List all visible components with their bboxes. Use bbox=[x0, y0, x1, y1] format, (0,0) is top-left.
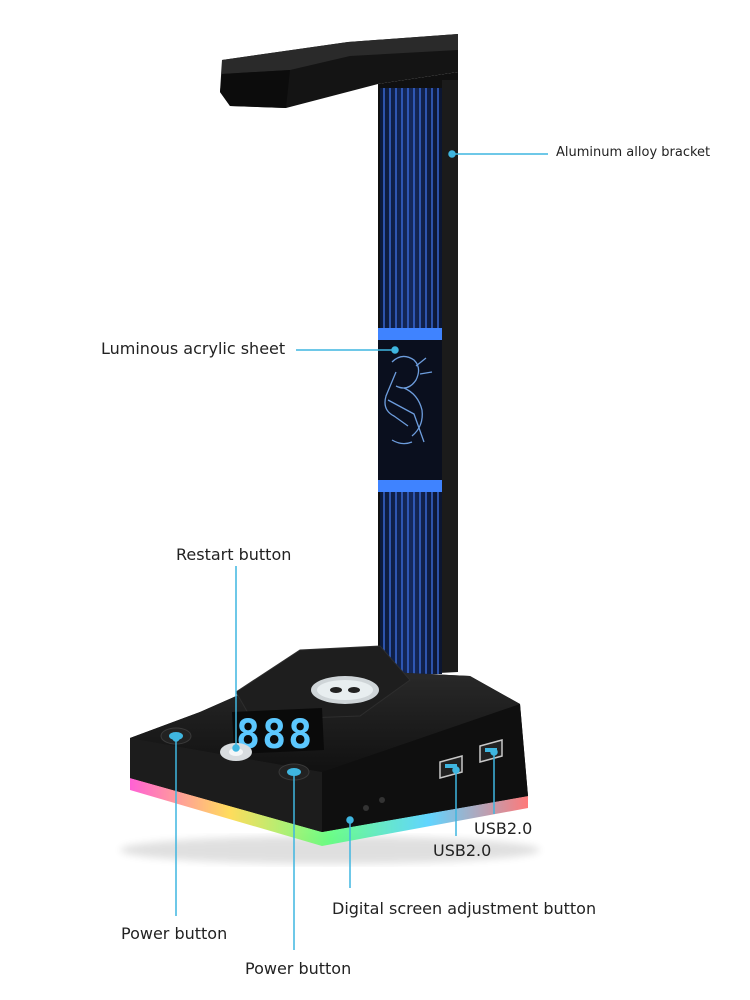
callout-dot-power-right bbox=[290, 768, 298, 776]
label-usb-upper: USB2.0 bbox=[474, 819, 533, 838]
digital-display: 888 bbox=[232, 708, 324, 758]
alien-logo bbox=[311, 676, 379, 704]
luminous-acrylic-sheet bbox=[378, 328, 442, 492]
callout-dot-bracket bbox=[448, 150, 456, 158]
label-power-button-left: Power button bbox=[121, 924, 228, 943]
callout-lines bbox=[172, 150, 548, 950]
callout-dot-acrylic bbox=[391, 346, 399, 354]
label-aluminum-alloy-bracket: Aluminum alloy bracket bbox=[556, 145, 711, 160]
label-digital-screen-adjustment-button: Digital screen adjustment button bbox=[332, 899, 597, 918]
label-luminous-acrylic-sheet: Luminous acrylic sheet bbox=[101, 339, 286, 358]
hanger-arm bbox=[220, 34, 458, 108]
label-usb-lower: USB2.0 bbox=[433, 841, 492, 860]
anime-figure-engraving bbox=[384, 355, 433, 445]
callout-dot-power-left bbox=[172, 734, 180, 742]
base-shadow bbox=[120, 836, 540, 864]
restart-button-control[interactable] bbox=[220, 743, 252, 761]
label-power-button-right: Power button bbox=[245, 959, 352, 978]
label-restart-button: Restart button bbox=[176, 545, 292, 564]
callout-dot-adjustment bbox=[346, 816, 354, 824]
callout-dot-usb-left bbox=[452, 766, 460, 774]
callout-dot-usb-right bbox=[490, 748, 498, 756]
callout-dot-restart bbox=[232, 744, 240, 752]
